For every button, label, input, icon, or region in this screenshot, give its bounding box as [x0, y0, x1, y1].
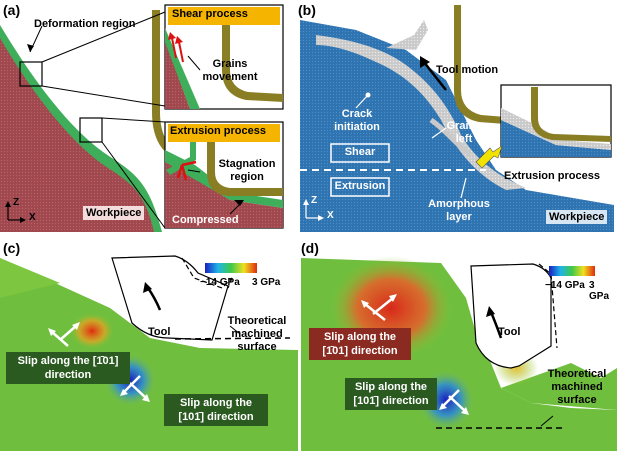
- axis-z-label-b: Z: [311, 195, 318, 206]
- crack-initiation-label: Crack initiation: [334, 108, 380, 133]
- yellow-arrow: [475, 145, 503, 169]
- deformation-region-label: Deformation region: [34, 18, 136, 30]
- colorbar-max-label: 3 GPa: [252, 277, 281, 288]
- slip-arrows-1: [48, 322, 80, 347]
- extrusion-box: [330, 177, 390, 197]
- slip-arrows-1: [361, 294, 397, 321]
- slip-label-2: Slip along the [101̄] direction: [345, 378, 437, 410]
- slip-arrows-2: [439, 389, 469, 415]
- tool-motion-label: Tool motion: [436, 64, 499, 76]
- theoretical-surface-label: Theoretical machined surface: [227, 315, 287, 353]
- extrusion-process-label: Extrusion process: [504, 170, 600, 182]
- axis-x-label: X: [29, 212, 36, 223]
- axis-z-label: Z: [13, 197, 20, 208]
- extrusion-label: Extrusion: [334, 180, 386, 192]
- panel-a-figure: [0, 4, 284, 232]
- colorbar: [205, 263, 257, 273]
- panel-a-label: (a): [3, 2, 21, 18]
- grains-movement-label: Grains movement: [202, 58, 258, 83]
- shear-box-marker: [19, 61, 43, 87]
- shear-inset: [164, 4, 284, 110]
- panel-b-label: (b): [298, 2, 316, 18]
- panel-b-figure: [300, 5, 614, 232]
- workpiece-label-b: Workpiece: [546, 210, 608, 224]
- axes-b: [303, 199, 324, 221]
- shear-label: Shear: [344, 146, 376, 158]
- colorbar-max-label: 3 GPa: [589, 280, 610, 302]
- theoretical-surface-label: Theoretical machined surface: [547, 368, 607, 406]
- colorbar-min-label: −14 GPa: [200, 277, 240, 288]
- tension-zone: [70, 313, 114, 349]
- slip-label-1: Slip along the [1̄01] direction: [309, 328, 411, 360]
- extrusion-process-title: Extrusion process: [170, 125, 266, 137]
- axis-x-label-b: X: [327, 210, 334, 221]
- theoretical-surface-line: [174, 337, 291, 340]
- colorbar-min-label: −14 GPa: [545, 280, 585, 291]
- shear-box: [330, 143, 390, 163]
- stagnation-region-label: Stagnation region: [218, 158, 276, 183]
- compressed-label: Compressed: [172, 214, 239, 226]
- workpiece-region: [0, 32, 160, 232]
- tool-label: Tool: [498, 326, 521, 338]
- amorphous-layer-label: Amorphous layer: [428, 198, 490, 223]
- tool-label: Tool: [148, 326, 171, 338]
- slip-label-2: Slip along the [101̄] direction: [164, 394, 268, 426]
- workpiece-region: [300, 20, 614, 232]
- panel-d: (d) −14 GPa: [301, 238, 617, 451]
- workpiece-label: Workpiece: [83, 206, 145, 220]
- tool-shape: [152, 10, 200, 169]
- panel-a: (a): [0, 0, 292, 232]
- tool-shape: [470, 263, 552, 369]
- tool-shape: [454, 5, 518, 125]
- slip-label-1: Slip along the [1̄01] direction: [6, 352, 130, 384]
- grains-left-label: Grains left: [446, 120, 482, 145]
- shear-process-title: Shear process: [172, 8, 248, 20]
- panel-d-label: (d): [301, 240, 319, 256]
- extrusion-inset-b: [500, 84, 612, 158]
- slip-arrows-2: [120, 375, 150, 402]
- colorbar: [549, 266, 595, 276]
- axes-a: [5, 201, 26, 223]
- extrusion-box-marker: [79, 117, 103, 143]
- panel-b: (b): [296, 0, 617, 232]
- panel-c-label: (c): [3, 240, 21, 256]
- panel-c: (c): [0, 238, 298, 451]
- extrusion-inset: [164, 121, 284, 229]
